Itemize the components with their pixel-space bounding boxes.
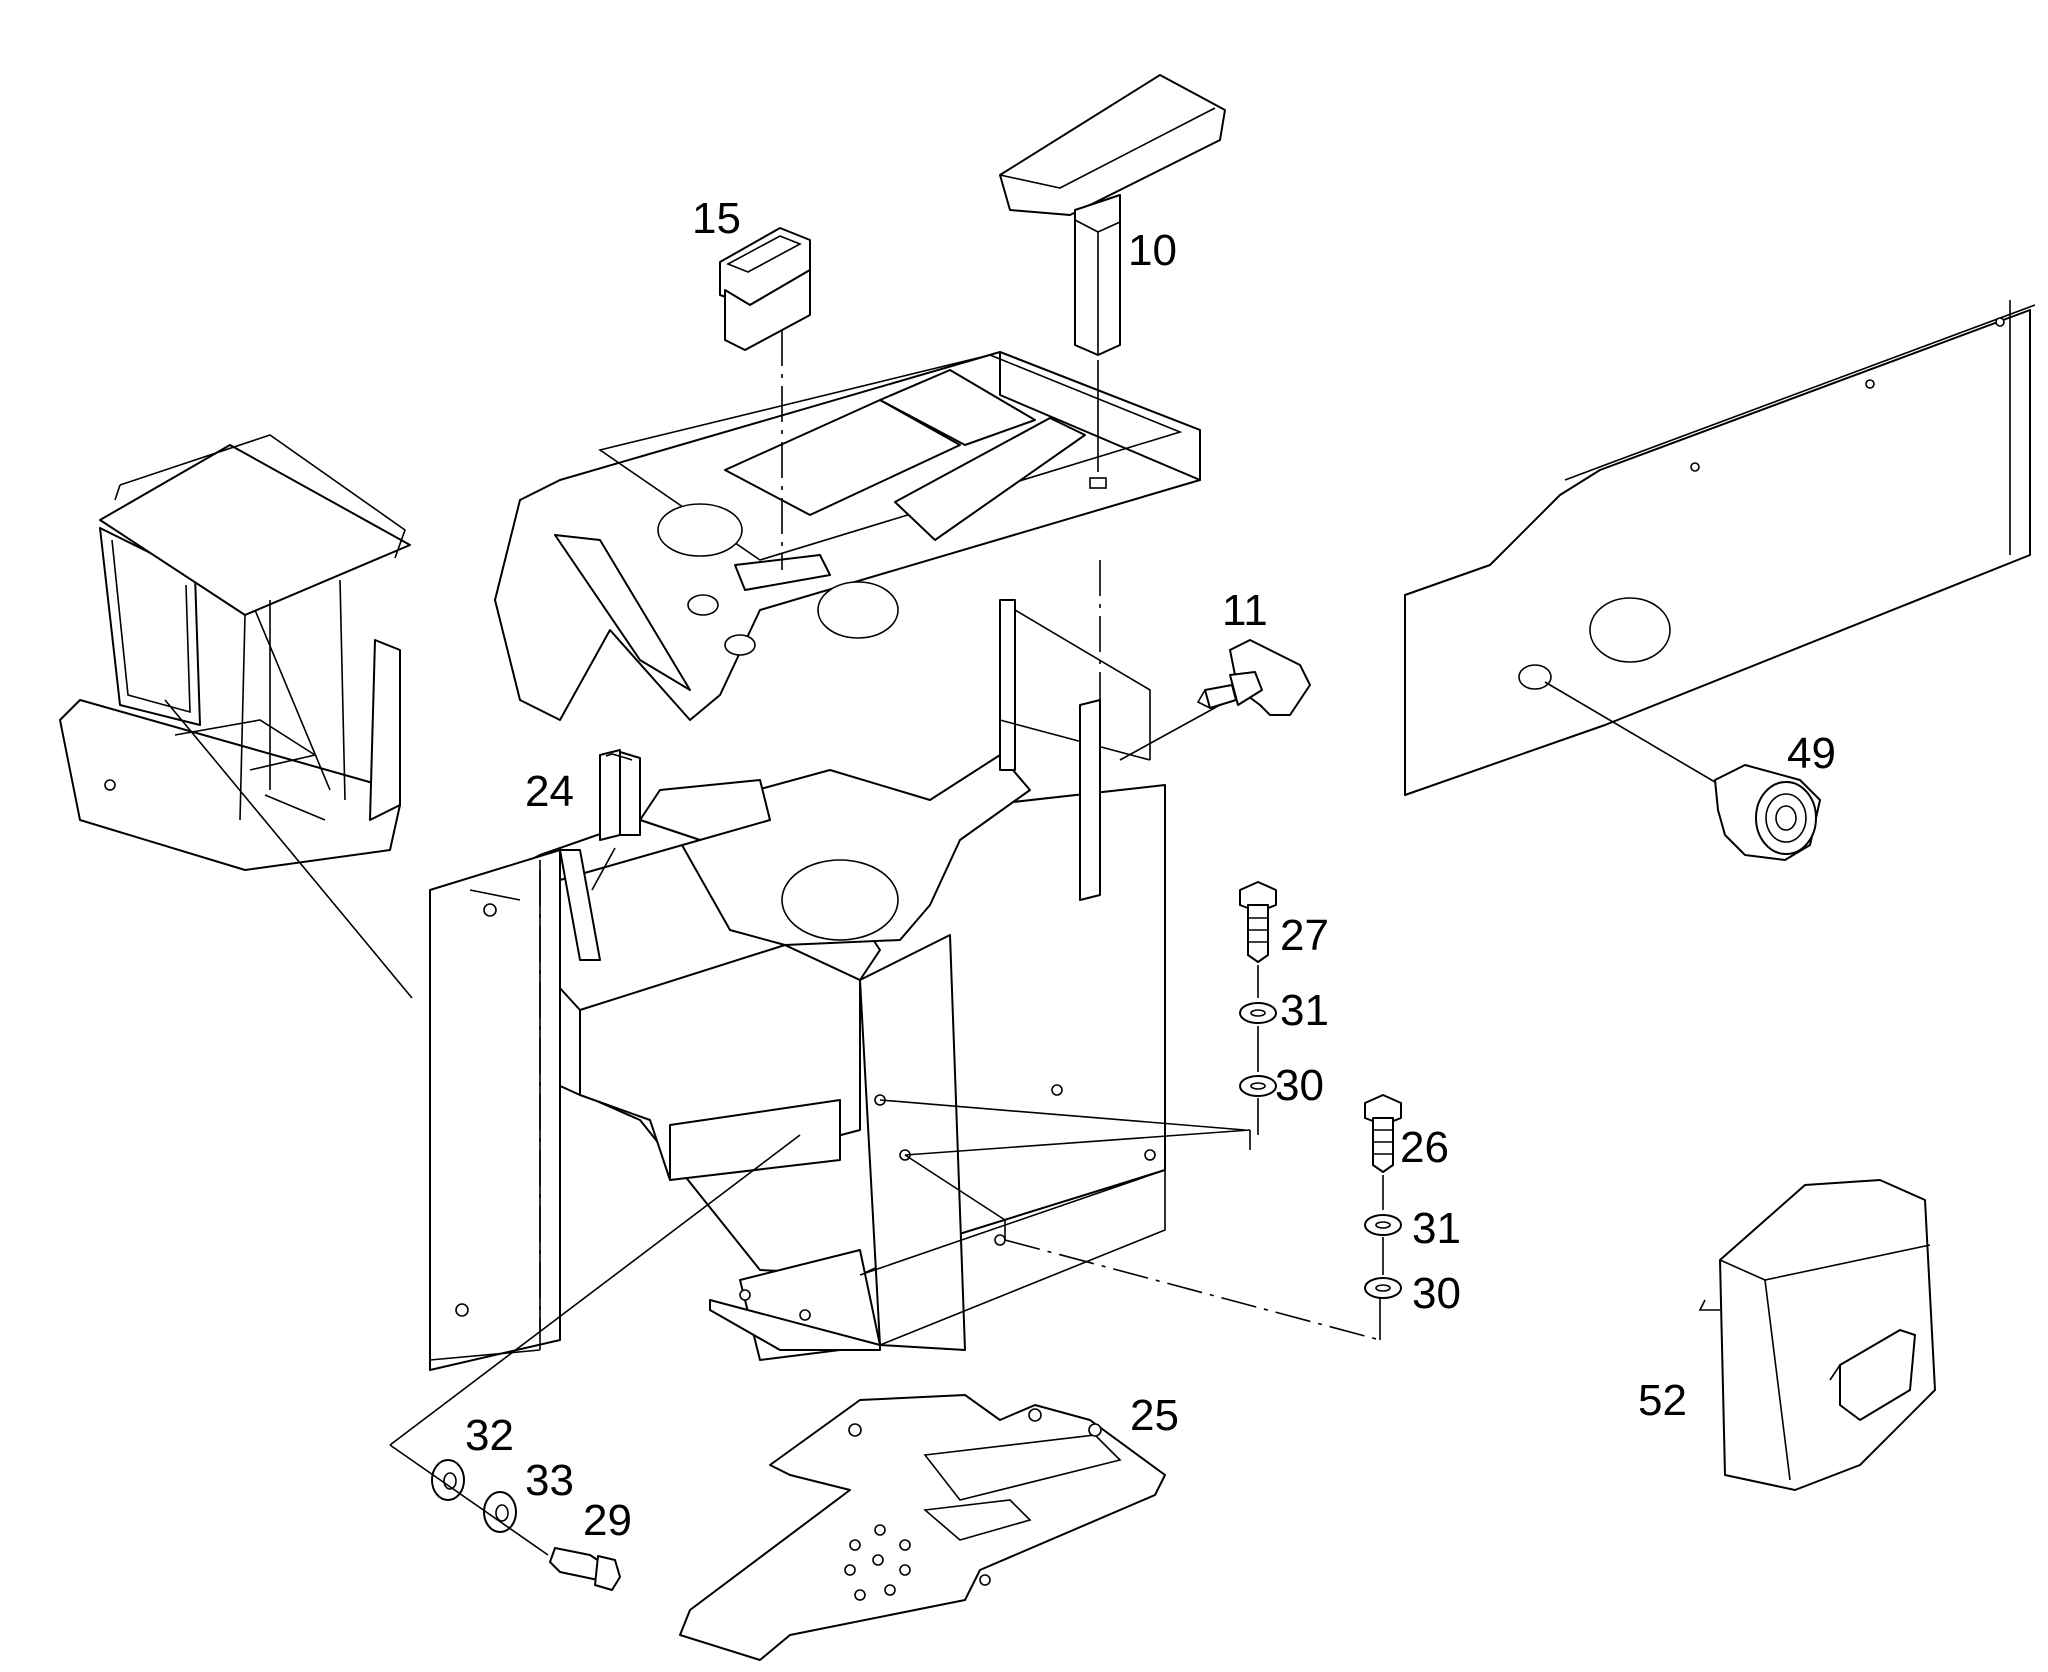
bolt-part-26	[1364, 1094, 1402, 1173]
callout-33: 33	[525, 1456, 574, 1505]
callout-27: 27	[1280, 911, 1329, 960]
plug-part-49	[1714, 764, 1821, 861]
callout-11: 11	[1222, 586, 1268, 635]
washer-part-33	[483, 1491, 517, 1533]
cab-assembly	[59, 434, 411, 871]
callout-29: 29	[583, 1496, 632, 1545]
floor-plate-part-25	[679, 1394, 1166, 1661]
cab-leader-line	[164, 699, 413, 999]
console-frame	[429, 599, 1166, 1371]
callout-15: 15	[692, 194, 741, 243]
washer-part-30-lower	[1364, 1277, 1402, 1299]
washer-part-31-upper	[1239, 1002, 1277, 1024]
callout-52: 52	[1638, 1376, 1687, 1425]
armrest-part-10	[999, 74, 1226, 356]
frame-alignment-lines	[389, 560, 1381, 1446]
fastener-leader	[389, 1444, 549, 1556]
side-panel	[1404, 300, 2036, 796]
knob-part-11	[1196, 639, 1311, 716]
callout-26: 26	[1400, 1123, 1449, 1172]
washer-part-31-lower	[1364, 1214, 1402, 1236]
bracket-part-24	[599, 749, 641, 841]
callout-labels: 10 11 15 24 25 26 27 29 30 30 31 31 32 3…	[465, 194, 1836, 1545]
washer-part-30-upper	[1239, 1075, 1277, 1097]
cup-holder-part-15	[719, 227, 811, 351]
console-top-panel	[494, 351, 1201, 721]
callout-10: 10	[1128, 226, 1177, 275]
callout-31-lower: 31	[1412, 1204, 1461, 1253]
callout-30-lower: 30	[1412, 1269, 1461, 1318]
callout-32: 32	[465, 1411, 514, 1460]
callout-49: 49	[1787, 729, 1836, 778]
callout-31-upper: 31	[1280, 986, 1329, 1035]
bracket-leader	[591, 847, 616, 891]
bolt-part-29	[549, 1547, 621, 1591]
callout-24: 24	[525, 767, 574, 816]
callout-25: 25	[1130, 1391, 1179, 1440]
cover-part-52	[1698, 1179, 1936, 1491]
callout-30-upper: 30	[1275, 1061, 1324, 1110]
plug-leader	[1544, 681, 1721, 786]
bolt-part-27	[1239, 881, 1277, 963]
